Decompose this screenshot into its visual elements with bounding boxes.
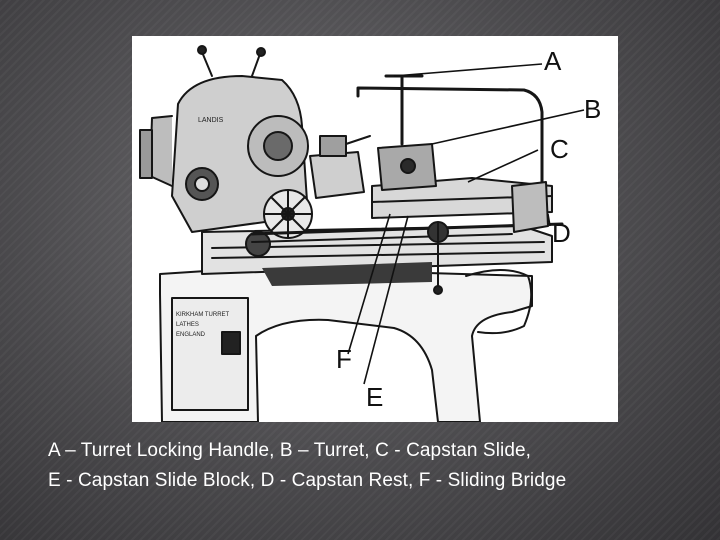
sliding-bridge-bar	[356, 86, 544, 214]
lathe-illustration: KIRKHAM TURRET LATHES ENGLAND LANDIS	[139, 45, 585, 422]
leader-e	[363, 215, 409, 385]
callout-d: D	[552, 218, 571, 248]
base-pan	[465, 269, 533, 335]
cross-slide	[309, 151, 365, 199]
leader-d	[547, 213, 551, 227]
base-door-latch	[221, 331, 241, 355]
plate-line-3: ENGLAND	[176, 332, 206, 338]
lathe-diagram: KIRKHAM TURRET LATHES ENGLAND LANDIS A B…	[132, 36, 618, 422]
feed-handwheel	[245, 231, 271, 257]
capstan-rest	[511, 181, 549, 233]
plate-line-1: KIRKHAM TURRET	[176, 312, 230, 318]
callout-b: B	[584, 94, 602, 124]
lead-screw	[250, 222, 564, 236]
leader-f	[347, 213, 391, 355]
tool-post	[319, 135, 347, 157]
headstock-brand: LANDIS	[198, 117, 224, 124]
machine-base	[159, 267, 533, 422]
plate-line-2: LATHES	[176, 322, 199, 328]
callout-c: C	[550, 134, 569, 164]
leader-a	[393, 63, 543, 77]
caption-line-1: A – Turret Locking Handle, B – Turret, C…	[48, 440, 532, 461]
caption-line-2: E - Capstan Slide Block, D - Capstan Res…	[48, 470, 567, 491]
callout-e: E	[366, 382, 384, 412]
callout-a: A	[544, 46, 562, 76]
diagram-caption: A – Turret Locking Handle, B – Turret, C…	[48, 436, 708, 496]
callout-f: F	[336, 344, 352, 374]
leader-b	[431, 109, 585, 145]
leader-c	[467, 149, 539, 183]
